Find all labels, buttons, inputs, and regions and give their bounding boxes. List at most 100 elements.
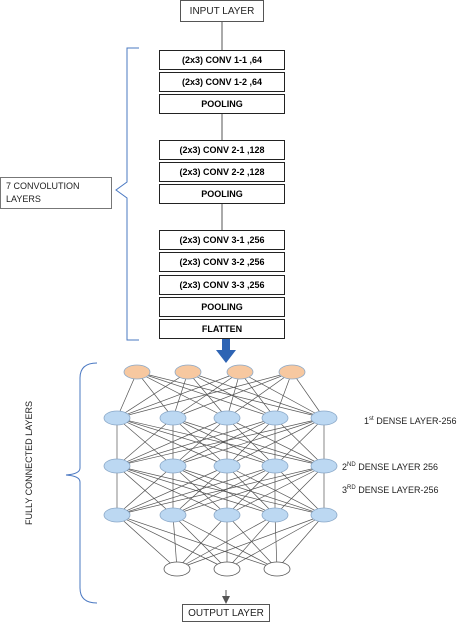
- conv-bracket: [115, 47, 139, 341]
- network-edge: [226, 371, 293, 419]
- input-node-1: [123, 364, 151, 380]
- dense-2-node-4: [261, 458, 289, 474]
- dense-3-node-3: [213, 507, 241, 523]
- network-edge: [116, 417, 276, 467]
- conv-3-2-box: (2x3) CONV 3-2 ,256: [159, 252, 285, 272]
- dense-3-node-5: [310, 507, 338, 523]
- conv-1-1-box: (2x3) CONV 1-1 ,64: [159, 50, 285, 70]
- network-edge: [226, 514, 325, 570]
- network-edge: [116, 465, 276, 516]
- network-edge: [274, 465, 325, 516]
- network-edge: [176, 514, 276, 570]
- network-edge: [116, 371, 241, 419]
- network-edge: [226, 465, 325, 516]
- conv-layers-label: 7 CONVOLUTION LAYERS: [0, 177, 112, 209]
- network-edge: [176, 514, 228, 570]
- dense-layer-2-ordinal: 2: [342, 462, 348, 472]
- dense-layer-1-label: 1st DENSE LAYER-256: [364, 416, 457, 426]
- dense-2-node-3: [213, 458, 241, 474]
- dense-1-node-1: [103, 410, 131, 426]
- input-node-2: [174, 364, 202, 380]
- network-edge: [172, 371, 241, 419]
- network-edge: [274, 371, 293, 419]
- dense-layer-2-label: 2ND DENSE LAYER 256: [342, 462, 438, 472]
- conv-3-1-box: (2x3) CONV 3-1 ,256: [159, 230, 285, 250]
- network-edge: [136, 371, 174, 419]
- dense-2-node-2: [159, 458, 187, 474]
- network-edge: [172, 514, 228, 570]
- output-node-2: [213, 561, 241, 577]
- dense-3-node-1: [103, 507, 131, 523]
- network-edge: [176, 514, 325, 570]
- output-layer-box: OUTPUT LAYER: [182, 604, 270, 622]
- network-edge: [116, 417, 325, 467]
- conv-2-1-box: (2x3) CONV 2-1 ,128: [159, 140, 285, 160]
- input-node-3: [226, 364, 254, 380]
- dense-3-node-2: [159, 507, 187, 523]
- network-edge: [226, 417, 325, 467]
- fc-layers-label: FULLY CONNECTED LAYERS: [24, 400, 34, 525]
- network-edge: [136, 371, 325, 419]
- network-edge: [172, 417, 325, 467]
- network-edge: [116, 417, 174, 467]
- network-edge: [172, 465, 228, 516]
- network-edge: [116, 514, 178, 570]
- output-node-1: [163, 561, 191, 577]
- network-edge: [226, 465, 276, 516]
- dense-1-node-3: [213, 410, 241, 426]
- network-edge: [226, 371, 241, 419]
- network-edge: [239, 371, 276, 419]
- pooling-2-box: POOLING: [159, 184, 285, 204]
- dense-1-node-4: [261, 410, 289, 426]
- network-edge: [116, 465, 228, 516]
- dense-layer-1-suffix: st: [369, 416, 374, 422]
- dense-layer-1-ordinal: 1: [364, 416, 370, 426]
- network-edge: [276, 514, 325, 570]
- dense-3-node-4: [261, 507, 289, 523]
- network-edge: [239, 371, 325, 419]
- dense-layer-2-text: DENSE LAYER 256: [355, 462, 439, 472]
- network-edge: [172, 514, 178, 570]
- pooling-3-box: POOLING: [159, 297, 285, 317]
- network-edge: [187, 371, 276, 419]
- network-edge: [116, 465, 174, 516]
- network-edge: [172, 465, 276, 516]
- conv-1-2-box: (2x3) CONV 1-2 ,64: [159, 72, 285, 92]
- network-edge: [116, 514, 228, 570]
- network-edges: [116, 371, 325, 570]
- network-edge: [172, 514, 278, 570]
- network-edge: [172, 371, 189, 419]
- network-edge: [172, 371, 293, 419]
- flatten-arrow: [216, 339, 236, 363]
- network-edge: [172, 417, 276, 467]
- dense-layer-3-ordinal: 3: [342, 485, 348, 495]
- pooling-1-box: POOLING: [159, 94, 285, 114]
- network-edge: [226, 514, 278, 570]
- input-node-4: [278, 364, 306, 380]
- network-edge: [116, 417, 228, 467]
- output-arrow-head: [222, 596, 230, 604]
- conv-2-2-box: (2x3) CONV 2-2 ,128: [159, 162, 285, 182]
- network-edge: [116, 371, 189, 419]
- conv-3-3-box: (2x3) CONV 3-3 ,256: [159, 275, 285, 295]
- network-edge: [187, 371, 325, 419]
- network-edge: [172, 417, 228, 467]
- dense-2-node-5: [310, 458, 338, 474]
- network-edge: [172, 465, 325, 516]
- network-edge: [116, 465, 325, 516]
- dense-1-node-2: [159, 410, 187, 426]
- network-edge: [274, 417, 325, 467]
- dense-layer-2-suffix: ND: [347, 462, 356, 468]
- dense-layer-1-text: DENSE LAYER-256: [373, 416, 457, 426]
- network-nodes: [103, 364, 338, 577]
- dense-layer-3-suffix: RD: [347, 485, 356, 491]
- network-edge: [116, 514, 278, 570]
- input-layer-box: INPUT LAYER: [180, 0, 264, 22]
- flatten-box: FLATTEN: [159, 319, 285, 339]
- dense-layer-3-text: DENSE LAYER-256: [355, 485, 439, 495]
- network-edge: [226, 417, 276, 467]
- network-edge: [116, 371, 138, 419]
- network-edge: [116, 371, 293, 419]
- network-edge: [187, 371, 228, 419]
